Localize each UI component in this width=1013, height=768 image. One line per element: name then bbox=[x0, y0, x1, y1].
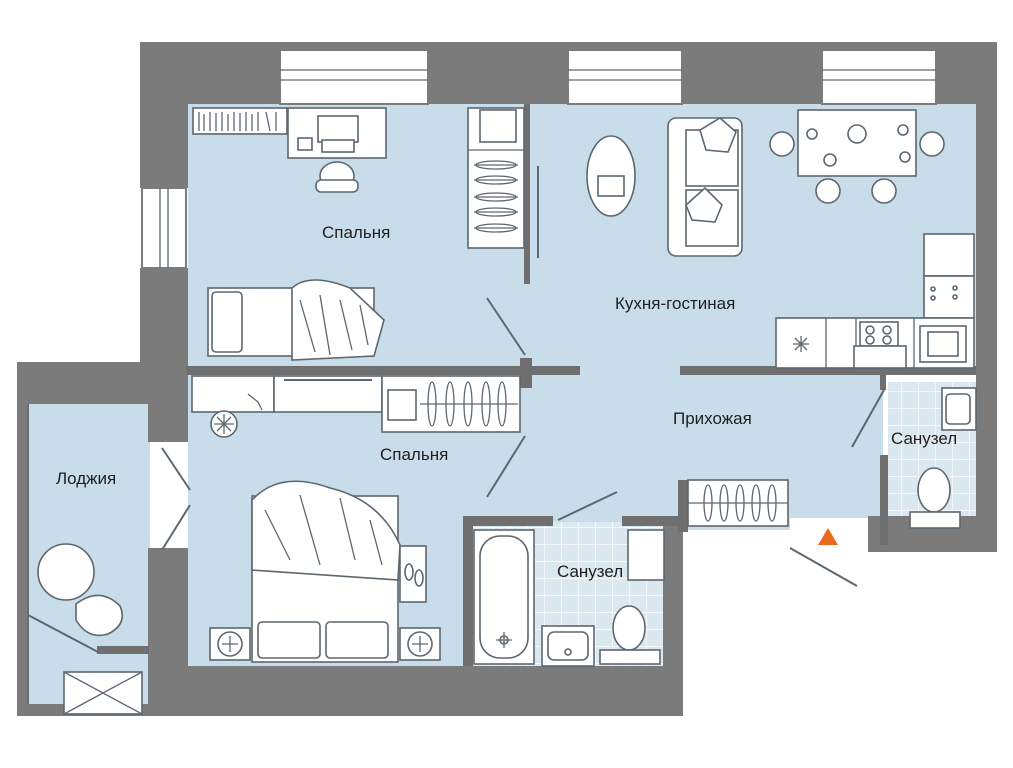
hallway-furniture bbox=[687, 479, 838, 545]
entrance-arrow-icon bbox=[818, 528, 838, 545]
windows bbox=[141, 49, 937, 269]
label-hallway: Прихожая bbox=[673, 409, 752, 428]
label-bathroom-left: Санузел bbox=[557, 562, 623, 581]
room-labels: Спальня Кухня-гостиная Прихожая Спальня … bbox=[56, 223, 957, 581]
bedroom-top-furniture bbox=[192, 107, 539, 361]
bathroom-left-fixtures bbox=[473, 529, 665, 667]
loggia-furniture bbox=[37, 543, 143, 715]
label-loggia: Лоджия bbox=[56, 469, 116, 488]
door-swings bbox=[27, 297, 885, 704]
bathroom-right-fixtures bbox=[909, 387, 977, 529]
label-bedroom-bottom: Спальня bbox=[380, 445, 448, 464]
label-kitchen-living: Кухня-гостиная bbox=[615, 294, 735, 313]
label-bedroom-top: Спальня bbox=[322, 223, 390, 242]
label-bathroom-right: Санузел bbox=[891, 429, 957, 448]
interior-walls bbox=[97, 104, 976, 666]
bedroom-bottom-furniture bbox=[191, 375, 521, 663]
kitchen-living-furniture bbox=[586, 109, 975, 369]
